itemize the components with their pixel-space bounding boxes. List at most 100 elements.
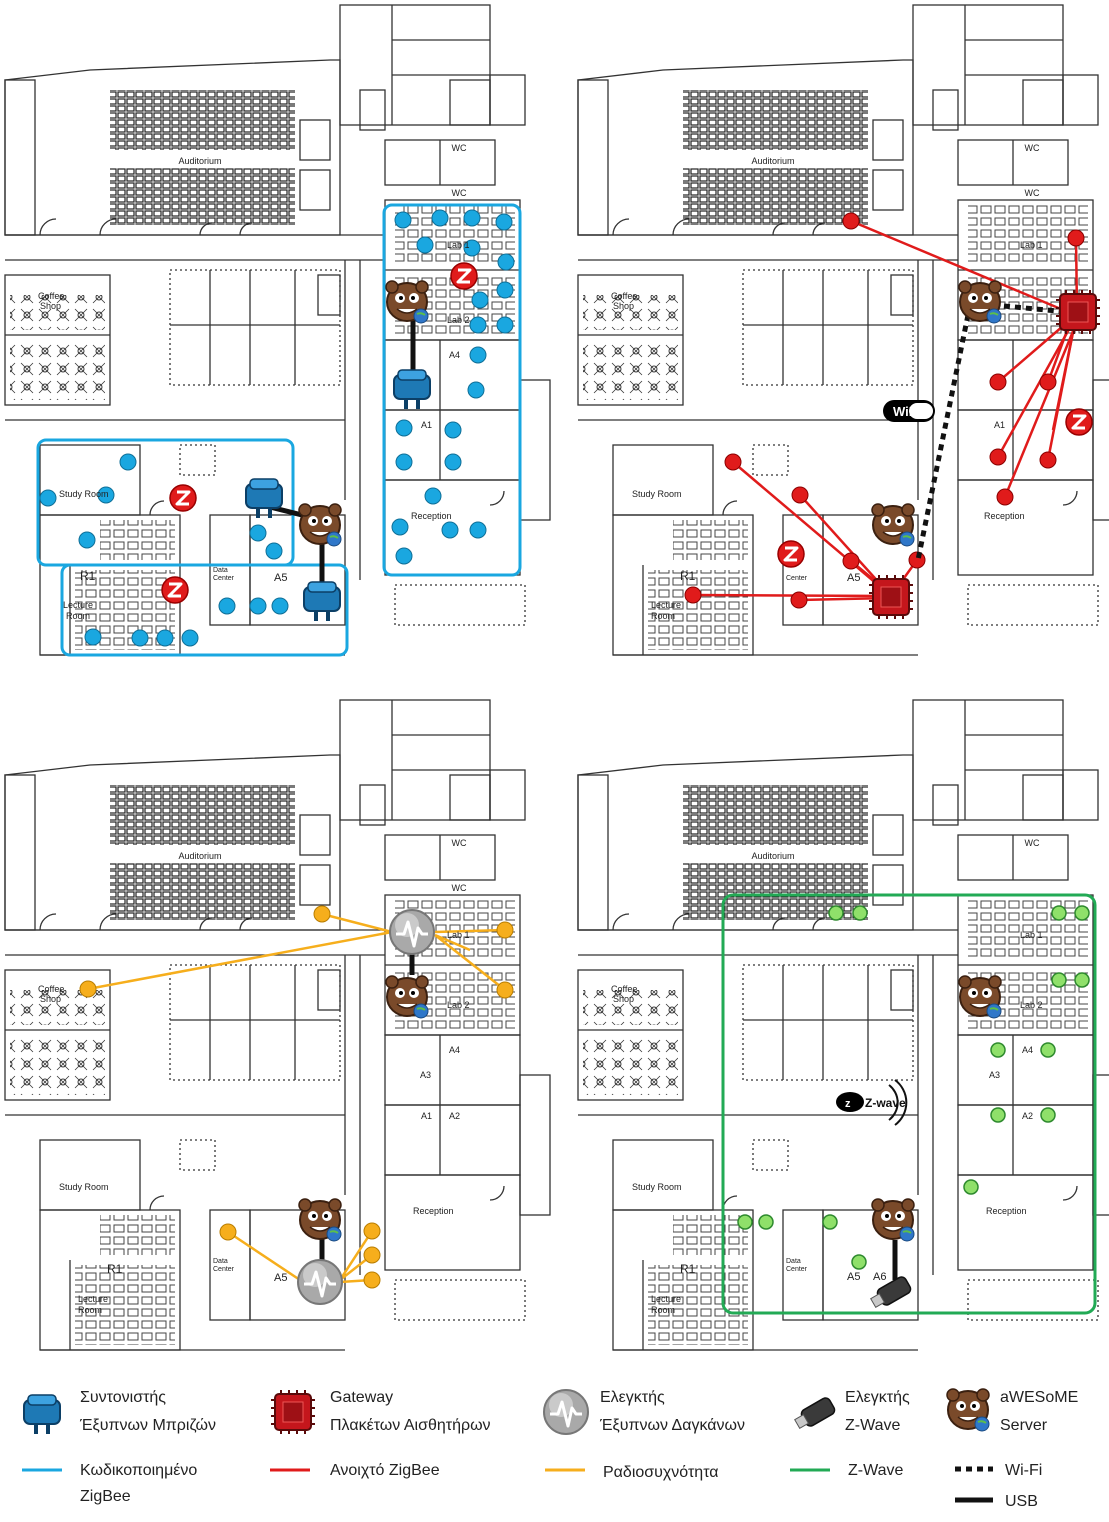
valve-controller-icon	[388, 908, 436, 956]
legend-radio-frequency: Ραδιοσυχνότητα	[603, 1464, 719, 1481]
room-label: Study Room	[59, 1182, 109, 1192]
sensor-gateway-icon	[270, 1389, 316, 1435]
plug-coordinator-icon	[393, 369, 431, 410]
legend-server-line2: Server	[1000, 1417, 1048, 1434]
room-label: A3	[989, 1070, 1000, 1080]
room-label: A1	[421, 1111, 432, 1121]
room-label: R1	[680, 569, 696, 583]
room-label: WC	[452, 188, 467, 198]
legend-valve-controller-line2: Έξυπνων Δαγκάνων	[599, 1417, 745, 1434]
open-zigbee-links	[692, 219, 1079, 602]
legend-sensor-gateway-line2: Πλακέτων Αισθητήρων	[330, 1417, 491, 1434]
legend-server-line1: aWESoME	[1000, 1389, 1078, 1406]
room-label: Lecture	[78, 1294, 108, 1304]
legend-usb: USB	[1005, 1493, 1038, 1510]
awesome-server-icon	[298, 1198, 342, 1242]
awesome-server-icon	[871, 1198, 915, 1242]
room-label: Reception	[986, 1206, 1027, 1216]
room-label: Auditorium	[751, 851, 794, 861]
zwave-logo-icon: z Z-wave	[836, 1079, 908, 1126]
room-label: WC	[452, 143, 467, 153]
plug-coordinator-icon	[245, 478, 283, 519]
legend-zwave-controller-line1: Ελεγκτής	[845, 1389, 910, 1406]
room-label: Coffee	[611, 984, 637, 994]
valve-controller-icon	[296, 1258, 344, 1306]
legend-open-zigbee: Ανοιχτό ZigBee	[330, 1462, 440, 1479]
room-label: Lab 1	[447, 240, 470, 250]
zwave-stick-icon	[793, 1395, 838, 1430]
sensor-gateway-icon	[868, 574, 914, 620]
open-zigbee-nodes	[684, 212, 1085, 609]
room-label: WC	[1025, 188, 1040, 198]
legend-valve-controller-line1: Ελεγκτής	[600, 1389, 665, 1406]
room-label: Study Room	[632, 489, 682, 499]
room-label: WC	[452, 883, 467, 893]
room-label: Lab 1	[447, 930, 470, 940]
room-label: Lecture	[651, 600, 681, 610]
rf-links	[87, 912, 506, 1284]
room-label: Lab 2	[447, 1000, 470, 1010]
zigbee-nodes	[39, 209, 515, 647]
room-label: A1	[421, 420, 432, 430]
svg-text:z: z	[845, 1098, 851, 1110]
room-label: R1	[680, 1262, 696, 1276]
room-label: Reception	[984, 511, 1025, 521]
plug-coordinator-icon	[303, 581, 341, 622]
encrypted-zigbee-zone	[60, 563, 349, 657]
room-label: Auditorium	[178, 851, 221, 861]
room-label: Center	[786, 1266, 808, 1273]
room-label: Shop	[40, 301, 61, 311]
room-label: Auditorium	[178, 156, 221, 166]
wifi-links	[915, 302, 1069, 561]
room-label: A3	[420, 1070, 431, 1080]
legend-encrypted-zigbee-line1: Κωδικοποιημένο	[80, 1462, 197, 1479]
legend-zwave: Z-Wave	[848, 1462, 904, 1479]
room-label: A6	[873, 1271, 886, 1283]
room-label: A5	[847, 1271, 860, 1283]
legend-encrypted-zigbee-line2: ZigBee	[80, 1488, 131, 1505]
room-label: Room	[651, 611, 675, 621]
zigbee-logo-icon	[449, 261, 479, 291]
room-label: Lab 2	[1020, 1000, 1043, 1010]
room-label: Center	[786, 575, 808, 582]
room-label: Lecture	[651, 1294, 681, 1304]
legend-plug-coordinator-line1: Συντονιστής	[80, 1389, 166, 1406]
room-label: Center	[213, 575, 235, 582]
room-label: Auditorium	[751, 156, 794, 166]
room-label: Coffee	[38, 291, 64, 301]
zigbee-logo-icon	[1064, 407, 1094, 437]
legend: Συντονιστής Έξυπνων Μπριζών Gateway Πλακ…	[22, 1388, 1078, 1510]
awesome-server-icon	[385, 975, 429, 1019]
room-label: Shop	[613, 994, 634, 1004]
sensor-gateway-icon	[1055, 289, 1101, 335]
zigbee-logo-icon	[168, 483, 198, 513]
room-label: A1	[994, 420, 1005, 430]
room-label: Data	[786, 1258, 801, 1265]
panel-zwave: z Z-wave Auditorium WC Lab 1 Lab 2 A4 A3…	[577, 699, 1109, 1351]
encrypted-zigbee-zone	[382, 203, 522, 577]
room-label: A2	[449, 1111, 460, 1121]
zigbee-logo-icon	[776, 539, 806, 569]
awesome-server-icon	[298, 503, 342, 547]
room-label: WC	[1025, 838, 1040, 848]
room-label: A4	[1022, 1045, 1033, 1055]
room-label: A5	[847, 572, 860, 584]
room-label: Shop	[613, 301, 634, 311]
panel-encrypted-zigbee: Auditorium WC WC Lab 1 Lab 2 A4 A1 Recep…	[4, 4, 551, 657]
room-label: WC	[452, 838, 467, 848]
panel-open-zigbee: WiFi Auditorium WC WC Lab 1 A1 Reception…	[577, 4, 1109, 656]
room-label: Reception	[413, 1206, 454, 1216]
awesome-server-icon	[958, 975, 1002, 1019]
room-label: R1	[107, 1262, 123, 1276]
room-label: WC	[1025, 143, 1040, 153]
zigbee-logo-icon	[160, 575, 190, 605]
room-label: Shop	[40, 994, 61, 1004]
plug-coordinator-icon	[23, 1394, 61, 1435]
svg-text:WiFi: WiFi	[893, 404, 920, 419]
legend-sensor-gateway-line1: Gateway	[330, 1389, 393, 1406]
room-label: R1	[80, 569, 96, 583]
awesome-server-icon	[946, 1388, 990, 1432]
room-label: A5	[274, 1272, 287, 1284]
svg-text:Z-wave: Z-wave	[865, 1096, 906, 1110]
legend-zwave-controller-line2: Z-Wave	[845, 1417, 901, 1434]
